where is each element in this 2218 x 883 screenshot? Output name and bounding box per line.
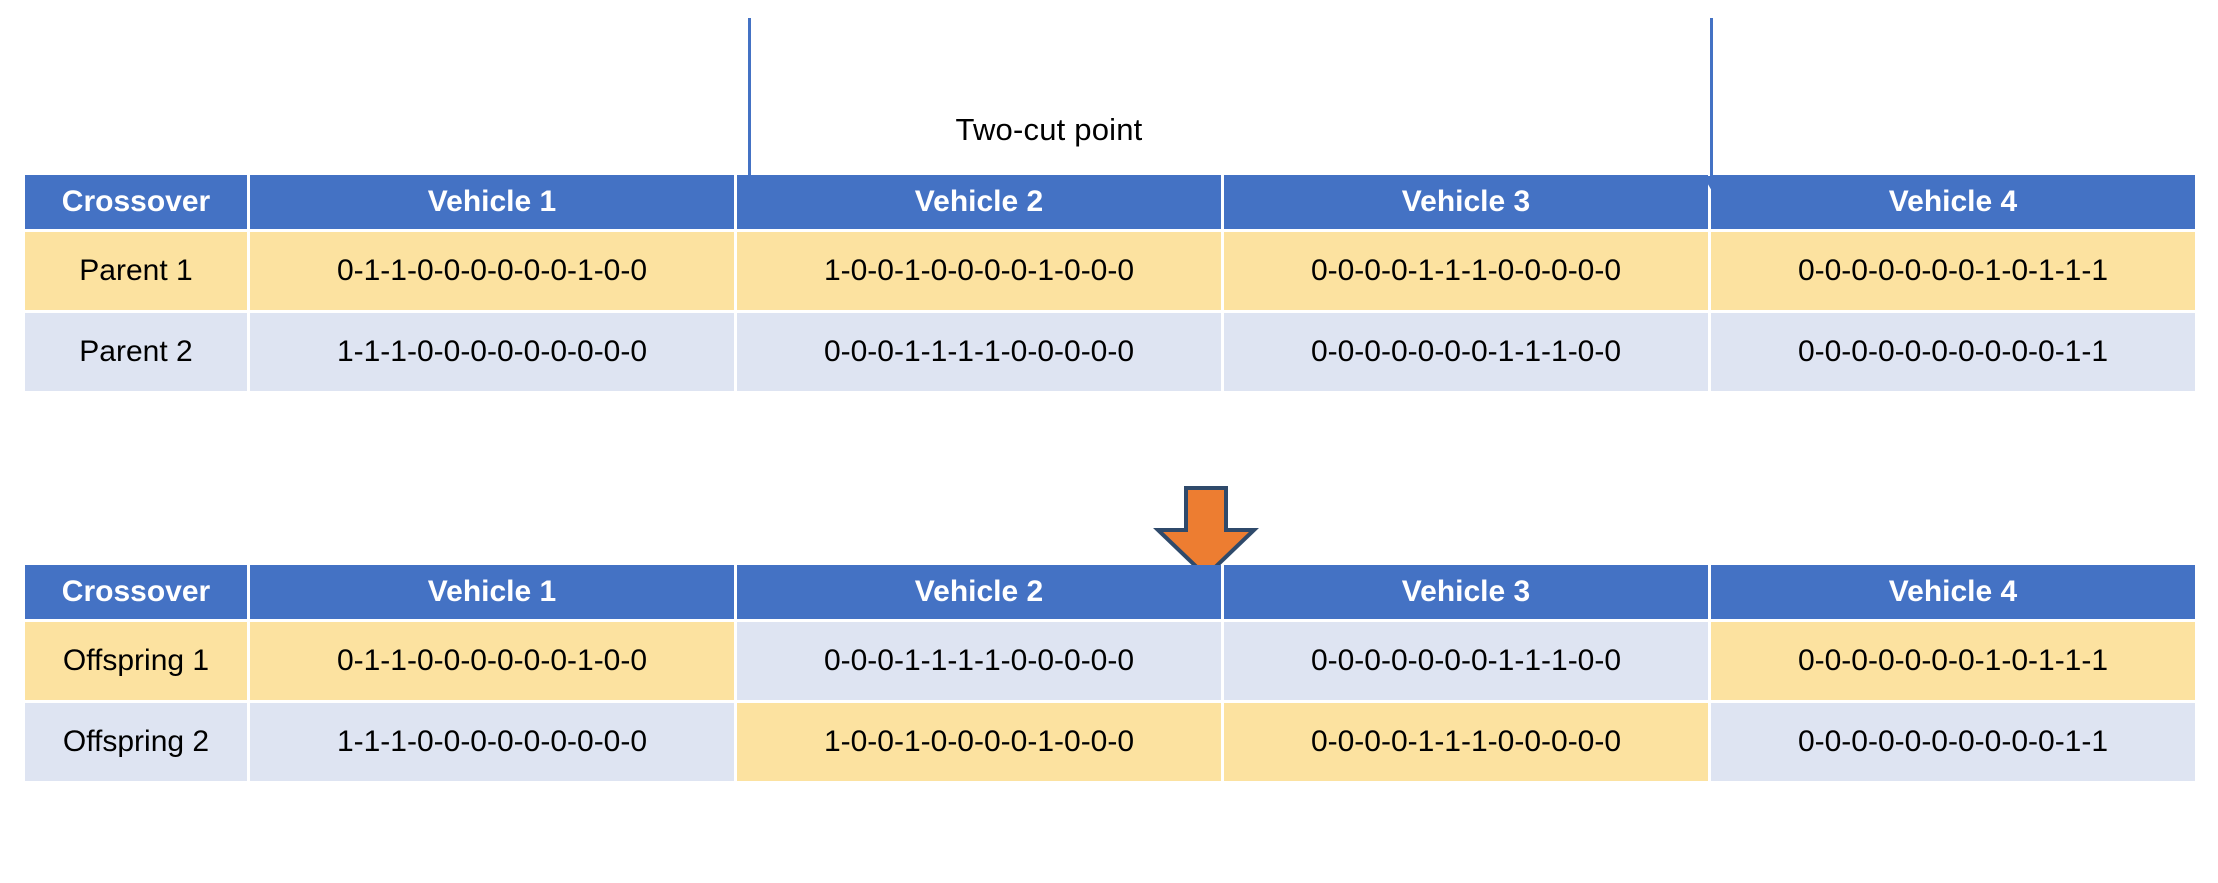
gene-cell-o1-v2: 0-0-0-1-1-1-1-0-0-0-0-0 (737, 622, 1221, 700)
header-vehicle-3: Vehicle 3 (1224, 175, 1708, 229)
gene-cell-p1-v2: 1-0-0-1-0-0-0-0-1-0-0-0 (737, 232, 1221, 310)
table-row: Parent 2 1-1-1-0-0-0-0-0-0-0-0-0 0-0-0-1… (25, 313, 2195, 391)
gene-cell-o1-v1: 0-1-1-0-0-0-0-0-0-1-0-0 (250, 622, 734, 700)
two-cut-point-label: Two-cut point (0, 112, 2218, 148)
table-header-row: Crossover Vehicle 1 Vehicle 2 Vehicle 3 … (25, 565, 2195, 619)
cut-point-arrow-icon-1 (748, 18, 751, 178)
row-label-offspring-1: Offspring 1 (25, 622, 247, 700)
header-vehicle-4-offspring: Vehicle 4 (1711, 565, 2195, 619)
header-vehicle-2-offspring: Vehicle 2 (737, 565, 1221, 619)
two-cut-point-text: Two-cut point (955, 112, 1143, 147)
table-row: Offspring 2 1-1-1-0-0-0-0-0-0-0-0-0 1-0-… (25, 703, 2195, 781)
cut-point-arrow-icon-2 (1710, 18, 1713, 178)
table-row: Parent 1 0-1-1-0-0-0-0-0-0-1-0-0 1-0-0-1… (25, 232, 2195, 310)
gene-cell-p2-v2: 0-0-0-1-1-1-1-0-0-0-0-0 (737, 313, 1221, 391)
header-vehicle-1-offspring: Vehicle 1 (250, 565, 734, 619)
gene-cell-p2-v4: 0-0-0-0-0-0-0-0-0-0-1-1 (1711, 313, 2195, 391)
header-crossover: Crossover (25, 175, 247, 229)
gene-cell-o2-v2: 1-0-0-1-0-0-0-0-1-0-0-0 (737, 703, 1221, 781)
offspring-table-body: Offspring 1 0-1-1-0-0-0-0-0-0-1-0-0 0-0-… (25, 622, 2195, 781)
gene-cell-p2-v3: 0-0-0-0-0-0-0-1-1-1-0-0 (1224, 313, 1708, 391)
offspring-chromosome-table: Crossover Vehicle 1 Vehicle 2 Vehicle 3 … (22, 562, 2198, 784)
gene-cell-o2-v1: 1-1-1-0-0-0-0-0-0-0-0-0 (250, 703, 734, 781)
gene-cell-o2-v4: 0-0-0-0-0-0-0-0-0-0-1-1 (1711, 703, 2195, 781)
cut-point-annotation-layer: Two-cut point (0, 0, 2218, 200)
parents-table-body: Parent 1 0-1-1-0-0-0-0-0-0-1-0-0 1-0-0-1… (25, 232, 2195, 391)
parents-table-header: Crossover Vehicle 1 Vehicle 2 Vehicle 3 … (25, 175, 2195, 229)
header-vehicle-1: Vehicle 1 (250, 175, 734, 229)
row-label-parent-1: Parent 1 (25, 232, 247, 310)
parents-chromosome-table: Crossover Vehicle 1 Vehicle 2 Vehicle 3 … (22, 172, 2198, 394)
gene-cell-p1-v4: 0-0-0-0-0-0-0-1-0-1-1-1 (1711, 232, 2195, 310)
offspring-table-header: Crossover Vehicle 1 Vehicle 2 Vehicle 3 … (25, 565, 2195, 619)
gene-cell-o2-v3: 0-0-0-0-1-1-1-0-0-0-0-0 (1224, 703, 1708, 781)
gene-cell-p1-v3: 0-0-0-0-1-1-1-0-0-0-0-0 (1224, 232, 1708, 310)
down-arrow-icon (1152, 484, 1260, 580)
gene-cell-o1-v4: 0-0-0-0-0-0-0-1-0-1-1-1 (1711, 622, 2195, 700)
gene-cell-p1-v1: 0-1-1-0-0-0-0-0-0-1-0-0 (250, 232, 734, 310)
header-vehicle-3-offspring: Vehicle 3 (1224, 565, 1708, 619)
header-vehicle-4: Vehicle 4 (1711, 175, 2195, 229)
table-row: Offspring 1 0-1-1-0-0-0-0-0-0-1-0-0 0-0-… (25, 622, 2195, 700)
row-label-parent-2: Parent 2 (25, 313, 247, 391)
gene-cell-o1-v3: 0-0-0-0-0-0-0-1-1-1-0-0 (1224, 622, 1708, 700)
row-label-offspring-2: Offspring 2 (25, 703, 247, 781)
gene-cell-p2-v1: 1-1-1-0-0-0-0-0-0-0-0-0 (250, 313, 734, 391)
table-header-row: Crossover Vehicle 1 Vehicle 2 Vehicle 3 … (25, 175, 2195, 229)
header-crossover-offspring: Crossover (25, 565, 247, 619)
header-vehicle-2: Vehicle 2 (737, 175, 1221, 229)
